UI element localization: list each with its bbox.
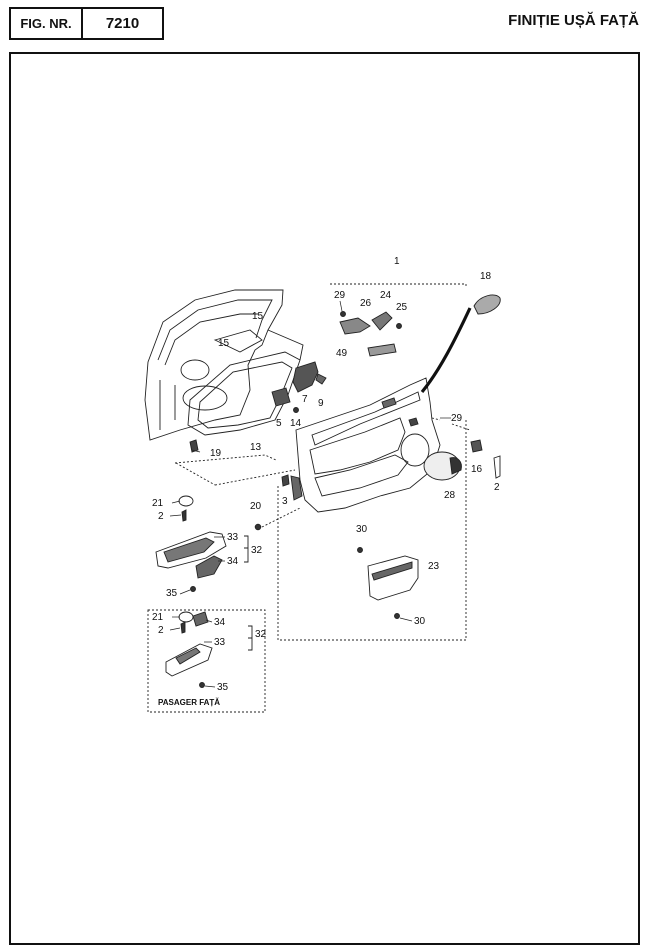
callout-2: 2 [158,625,164,636]
bracket-13 [174,454,296,486]
callout-15: 15 [218,338,230,349]
callout-49: 49 [336,348,348,359]
callout-35: 35 [166,588,178,599]
callout-1: 1 [394,256,400,267]
callout-26: 26 [360,298,372,309]
screw-2 [493,455,501,479]
callout-30: 30 [414,616,426,627]
callout-34: 34 [227,556,239,567]
passenger-caption: PASAGER FAȚĂ [158,698,220,707]
figure-number: 7210 [105,15,140,32]
callout-15: 15 [252,311,264,322]
callout-24: 24 [380,290,392,301]
callout-16: 16 [471,464,483,475]
callout-33: 33 [227,532,239,543]
callout-19: 19 [210,448,222,459]
callout-9: 9 [318,398,324,409]
callout-2: 2 [494,482,500,493]
callout-29: 29 [451,413,463,424]
callout-labels: 1 18 29 24 26 25 49 15 15 7 9 5 14 13 19… [152,256,500,707]
callout-34: 34 [214,617,226,628]
bracket-part-1 [277,283,467,641]
callout-13: 13 [250,442,262,453]
callout-14: 14 [290,418,302,429]
callout-32: 32 [255,629,267,640]
clip-3 [290,475,303,501]
drawing-frame [9,52,640,945]
pocket-23 [357,547,419,619]
callout-25: 25 [396,302,408,313]
clip-16 [470,439,483,453]
door-frame [144,289,284,441]
passenger-box [147,609,266,713]
figure-number-box: FIG. NR. 7210 [9,7,164,40]
callout-35: 35 [217,682,229,693]
callout-23: 23 [428,561,440,572]
callout-5: 5 [276,418,282,429]
callout-20: 20 [250,501,262,512]
callout-7: 7 [302,394,308,405]
callout-32: 32 [251,545,263,556]
callout-21: 21 [152,498,164,509]
mirror-cover-18 [473,294,501,315]
screw-20 [254,523,262,531]
callout-2: 2 [158,511,164,522]
small-parts-group [189,361,327,453]
door-trim-panel [295,377,441,513]
callout-28: 28 [444,490,456,501]
callout-33: 33 [214,637,226,648]
leader-lines [169,300,451,688]
callout-30: 30 [356,524,368,535]
handle-parts [339,311,402,357]
callout-18: 18 [480,271,492,282]
inner-module [187,329,304,436]
callout-21: 21 [152,612,164,623]
speaker-grille [449,457,462,475]
leader-18 [420,307,472,394]
page-title: FINIȚIE UȘĂ FAȚĂ [508,12,639,29]
figure-label: FIG. NR. [11,9,83,38]
driver-switch-assembly [155,495,249,592]
callout-29: 29 [334,290,346,301]
callout-3: 3 [282,496,288,507]
